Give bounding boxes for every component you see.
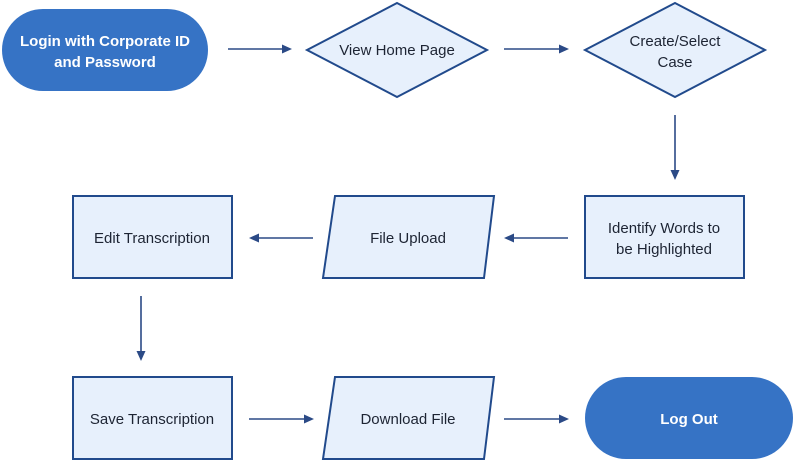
edge-create-select-to-identify-words [670, 115, 680, 180]
arrow-right-icon [559, 44, 569, 54]
view-home-decision-shape [304, 1, 490, 99]
file-upload-data-shape [321, 195, 496, 279]
view-home-label: View Home Page [339, 42, 455, 59]
create-select-label-line2: Case [657, 54, 692, 71]
edge-login-to-view-home [228, 44, 292, 54]
identify-words-label-line1: Identify Words to [608, 220, 720, 237]
arrow-down-icon [670, 170, 680, 180]
arrow-left-icon [249, 233, 259, 243]
save-transcription-process-shape [72, 376, 233, 460]
node-file-upload: File Upload [321, 195, 496, 279]
node-create-select: Create/Select Case [582, 1, 768, 99]
log-out-terminator-shape [585, 377, 793, 459]
login-label-line1: Login with Corporate ID [20, 33, 190, 50]
identify-words-process-shape [584, 195, 745, 279]
edge-identify-words-to-file-upload [504, 233, 568, 243]
login-terminator-shape [2, 9, 208, 91]
file-upload-label: File Upload [370, 230, 446, 247]
node-edit-transcription: Edit Transcription [72, 195, 233, 279]
edge-edit-to-save-transcription [136, 296, 146, 361]
arrow-down-icon [136, 351, 146, 361]
node-identify-words: Identify Words to be Highlighted [584, 195, 745, 279]
node-log-out: Log Out [585, 377, 793, 459]
node-save-transcription: Save Transcription [72, 376, 233, 460]
arrow-left-icon [504, 233, 514, 243]
edge-view-home-to-create-select [504, 44, 569, 54]
edge-save-to-download-file [249, 414, 314, 424]
login-label-line2: and Password [54, 54, 156, 71]
node-view-home: View Home Page [304, 1, 490, 99]
arrow-right-icon [304, 414, 314, 424]
log-out-label: Log Out [660, 411, 717, 428]
identify-words-label-line2: be Highlighted [616, 241, 712, 258]
create-select-label-line1: Create/Select [630, 33, 722, 50]
edit-transcription-process-shape [72, 195, 233, 279]
create-select-decision-shape [582, 1, 768, 99]
save-transcription-label: Save Transcription [90, 411, 214, 428]
download-file-label: Download File [360, 411, 455, 428]
edge-download-to-log-out [504, 414, 569, 424]
node-download-file: Download File [321, 376, 496, 460]
arrow-right-icon [282, 44, 292, 54]
arrow-right-icon [559, 414, 569, 424]
node-login: Login with Corporate ID and Password [2, 9, 208, 91]
edit-transcription-label: Edit Transcription [94, 230, 210, 247]
download-file-data-shape [321, 376, 496, 460]
edge-file-upload-to-edit-transcription [249, 233, 313, 243]
